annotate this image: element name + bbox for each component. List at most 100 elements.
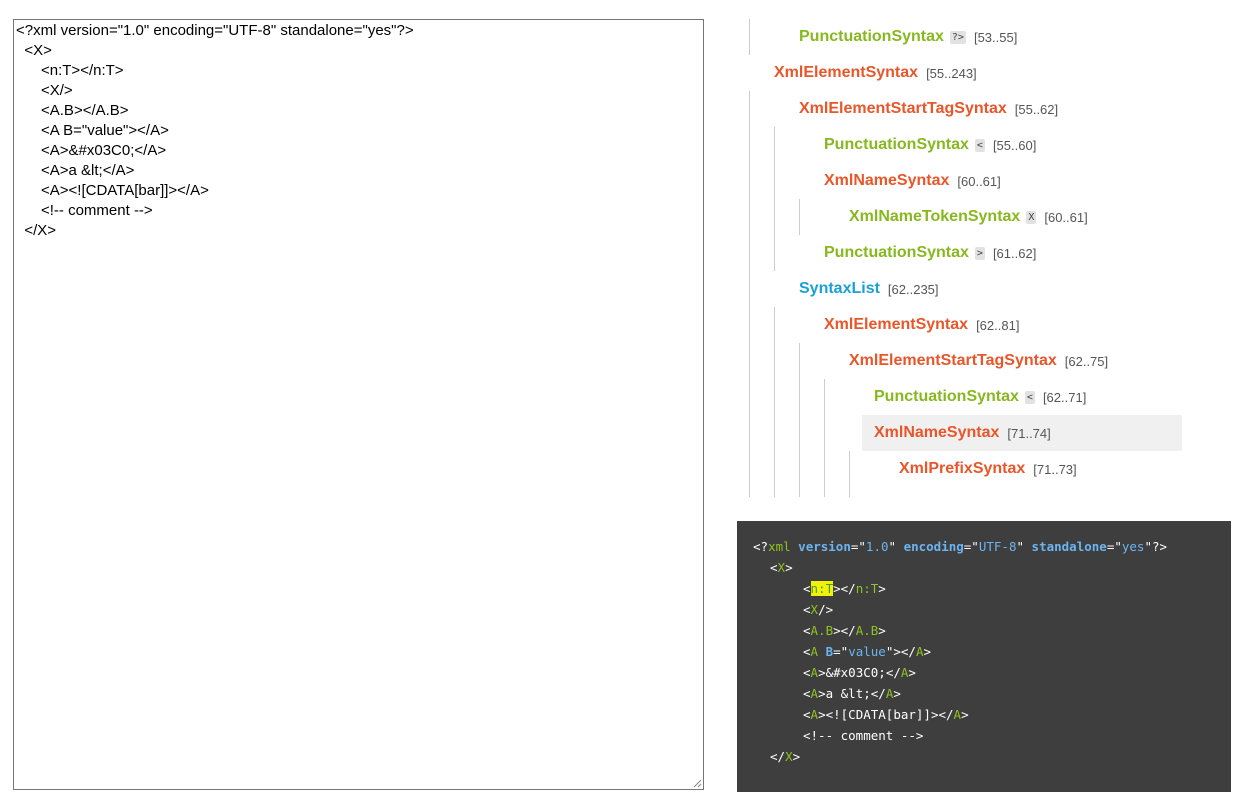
tree-node-range: [71..73] [1033, 461, 1077, 477]
tree-node-name: PunctuationSyntax [799, 28, 944, 45]
code-token-punct: =" [850, 539, 866, 554]
tree-node-xml-prefix-syntax[interactable]: XmlPrefixSyntax[71..73] [899, 451, 1077, 487]
code-token-name: A [900, 665, 909, 680]
code-token-punct: <? [753, 539, 769, 554]
code-token-punct: > [878, 623, 886, 638]
code-token-punct: > [792, 749, 801, 764]
tree-node-range: [62..75] [1064, 353, 1109, 369]
tree-node-name: XmlNameTokenSyntax [849, 208, 1021, 225]
code-line: <n:T></n:T> [803, 578, 886, 599]
code-line: <A>a &lt;</A> [803, 683, 901, 704]
tree-node-name: XmlElementSyntax [824, 316, 969, 333]
tree-node-name: PunctuationSyntax [824, 244, 969, 261]
code-token-punct: > [961, 707, 969, 722]
code-token-text: &#x03C0; [825, 665, 886, 680]
code-token-name: X [810, 602, 819, 617]
tree-node-name: XmlNameSyntax [874, 424, 1000, 441]
tree-node-name: XmlElementStartTagSyntax [799, 100, 1007, 117]
code-token-text [818, 644, 826, 659]
tree-node-name: PunctuationSyntax [824, 136, 969, 153]
tree-indent-guide [849, 451, 850, 497]
code-token-punct: < [803, 644, 811, 659]
code-token-punct: < [803, 665, 811, 680]
tree-node-range: [71..74] [1007, 425, 1051, 441]
code-token-name: xml [768, 539, 791, 554]
code-token-punct: < [803, 686, 811, 701]
tree-indent-guide [799, 199, 800, 235]
code-token-name: A [915, 644, 924, 659]
tree-node-range: [60..61] [1044, 209, 1088, 225]
code-token-name: X [777, 560, 786, 575]
code-token-name: A.B [810, 623, 834, 638]
code-token-punct: </ [770, 749, 786, 764]
tree-node-range: [55..243] [926, 65, 977, 81]
code-token-punct: > [878, 581, 886, 596]
tree-node-name: SyntaxList [799, 280, 880, 297]
tree-node-syntax-list[interactable]: SyntaxList[62..235] [799, 271, 939, 307]
tree-indent-guide [824, 379, 825, 497]
code-token-punct: " [1016, 539, 1032, 554]
code-token-punct: > [785, 560, 793, 575]
tree-node-xml-element-syntax[interactable]: XmlElementSyntax[55..243] [774, 55, 977, 91]
xml-source-editor[interactable]: <?xml version="1.0" encoding="UTF-8" sta… [13, 19, 704, 790]
code-token-punct: "></ [885, 644, 916, 659]
code-line: <X> [770, 557, 793, 578]
code-token-punct: =" [963, 539, 979, 554]
tree-node-xml-name-syntax[interactable]: XmlNameSyntax [71..74] [862, 415, 1182, 451]
tree-node-punctuation-syntax[interactable]: PunctuationSyntax>[61..62] [824, 235, 1036, 271]
tree-node-range: [55..62] [1014, 101, 1059, 117]
xml-source-text[interactable]: <?xml version="1.0" encoding="UTF-8" sta… [16, 22, 414, 239]
code-token-name: A [810, 665, 819, 680]
code-token-str: UTF-8 [978, 539, 1017, 554]
tree-node-xml-element-start-tag-syntax[interactable]: XmlElementStartTagSyntax [55..62] [799, 91, 1058, 127]
code-token-comment: <!-- comment --> [803, 728, 924, 743]
code-line: <A><![CDATA[bar]]></A> [803, 704, 969, 725]
tree-node-range: [60..61] [957, 173, 1001, 189]
code-token-name: A [953, 707, 962, 722]
code-token-name: A [810, 686, 819, 701]
code-token-punct: =" [833, 644, 849, 659]
tree-node-punctuation-syntax[interactable]: PunctuationSyntax < [55..60] [824, 127, 1036, 163]
code-token-punct: </ [938, 707, 954, 722]
code-line: <!-- comment --> [803, 725, 923, 746]
code-line: <?xml version="1.0" encoding="UTF-8" sta… [753, 536, 1167, 557]
code-line: </X> [770, 746, 800, 767]
syntax-tree-panel[interactable]: PunctuationSyntax?>[53..55]XmlElementSyn… [742, 19, 1182, 497]
tree-indent-guide [774, 127, 775, 271]
code-token-attr: version [798, 539, 851, 554]
tree-node-token: < [974, 138, 985, 152]
tree-node-xml-element-start-tag-syntax[interactable]: XmlElementStartTagSyntax [62..75] [849, 343, 1108, 379]
tree-node-token: X [1026, 210, 1037, 224]
code-token-name: A [885, 686, 894, 701]
highlighted-code-preview: <?xml version="1.0" encoding="UTF-8" sta… [737, 521, 1231, 792]
tree-node-punctuation-syntax[interactable]: PunctuationSyntax<[62..71] [874, 379, 1086, 415]
code-token-attr: B [825, 644, 834, 659]
code-token-punct: > [908, 665, 916, 680]
code-token-attr: encoding [903, 539, 964, 554]
tree-node-token: ?> [949, 30, 966, 44]
code-token-punct: < [803, 581, 811, 596]
code-line: <A.B></A.B> [803, 620, 886, 641]
tree-node-name: XmlElementStartTagSyntax [849, 352, 1057, 369]
code-token-punct: > [818, 707, 826, 722]
tree-indent-guide [799, 343, 800, 497]
code-token-attr: standalone [1031, 539, 1107, 554]
code-token-text: a &lt; [825, 686, 871, 701]
code-token-punct: ></ [833, 581, 856, 596]
tree-node-xml-name-syntax[interactable]: XmlNameSyntax[60..61] [824, 163, 1001, 199]
code-line: <A>&#x03C0;</A> [803, 662, 916, 683]
tree-node-punctuation-syntax[interactable]: PunctuationSyntax?>[53..55] [799, 19, 1017, 55]
tree-node-range: [62..81] [976, 317, 1020, 333]
code-token-text: <![CDATA[bar]]> [825, 707, 939, 722]
tree-indent-guide [749, 91, 750, 497]
code-token-punct: " [888, 539, 904, 554]
tree-node-range: [55..60] [992, 137, 1037, 153]
code-token-name: n:T [855, 581, 879, 596]
code-token-punct: > [818, 665, 826, 680]
resize-grip-icon[interactable] [692, 778, 702, 788]
code-token-str: value [848, 644, 886, 659]
code-token-punct: "?> [1144, 539, 1168, 554]
tree-node-name: PunctuationSyntax [874, 388, 1019, 405]
tree-node-xml-name-token-syntax[interactable]: XmlNameTokenSyntax X [60..61] [849, 199, 1088, 235]
tree-node-xml-element-syntax[interactable]: XmlElementSyntax [62..81] [824, 307, 1019, 343]
